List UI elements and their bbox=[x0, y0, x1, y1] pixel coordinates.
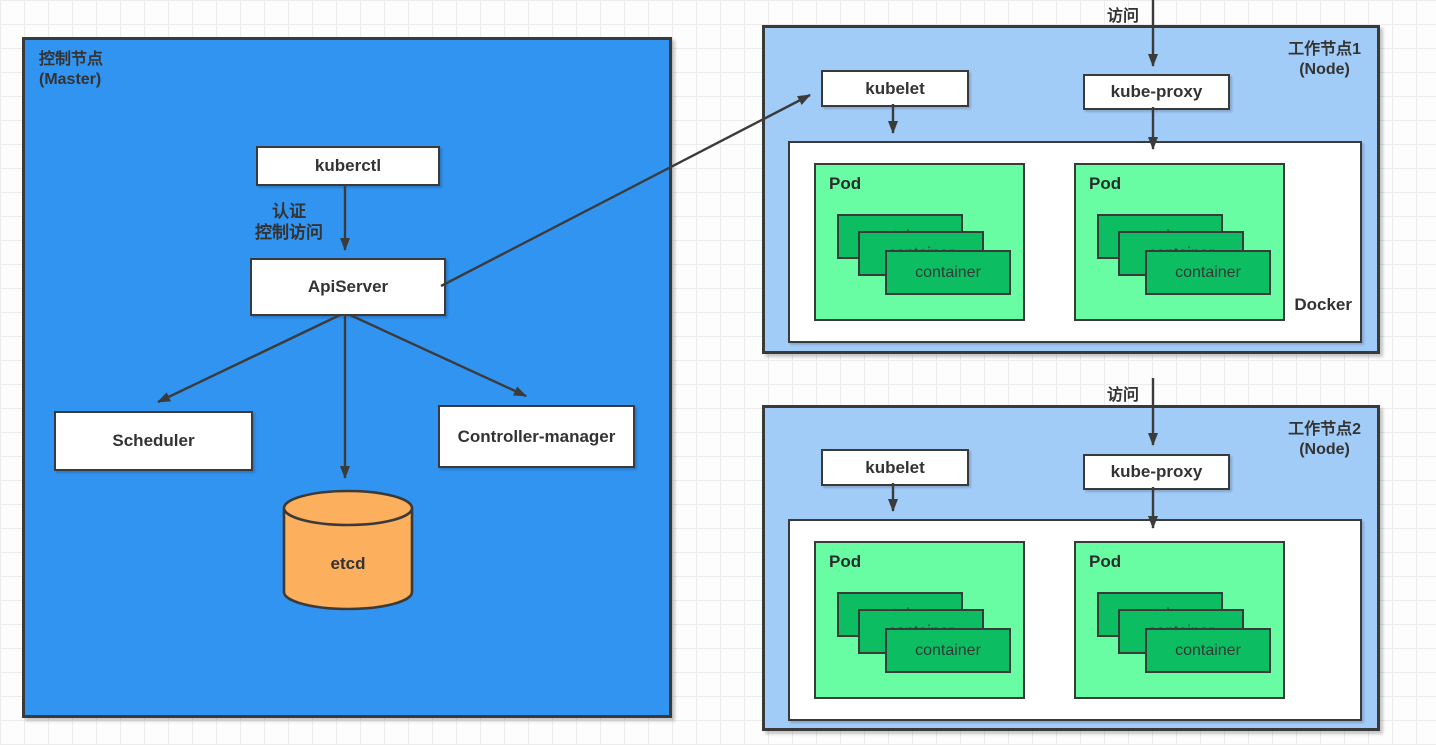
auth-access-label-line2: 控制访问 bbox=[255, 223, 323, 242]
pod-label: Pod bbox=[1089, 174, 1122, 193]
worker-node-2-title-line2: (Node) bbox=[1299, 441, 1350, 458]
master-title-line2: (Master) bbox=[39, 71, 102, 88]
kuberctl-label: kuberctl bbox=[314, 156, 382, 175]
worker-node-2-box: 工作节点2 (Node) kubelet kube-proxy Pod cont… bbox=[762, 405, 1380, 731]
node1-pod-2: Pod container container container bbox=[1074, 163, 1285, 321]
auth-access-label: 认证 控制访问 bbox=[229, 201, 349, 243]
node2-pod-1: Pod container container container bbox=[814, 541, 1025, 699]
node2-docker-box: Pod container container container Pod co… bbox=[788, 519, 1362, 721]
node1-pod-1: Pod container container container bbox=[814, 163, 1025, 321]
node2-kubelet-box: kubelet bbox=[821, 449, 969, 486]
node1-kubelet-box: kubelet bbox=[821, 70, 969, 107]
container-label: container bbox=[915, 263, 981, 281]
container-box: container bbox=[1145, 628, 1271, 673]
kuberctl-box: kuberctl bbox=[256, 146, 440, 186]
controller-manager-label: Controller-manager bbox=[457, 426, 616, 446]
pod-label: Pod bbox=[829, 174, 862, 193]
node2-kubelet-label: kubelet bbox=[865, 457, 925, 477]
worker-node-1-title-line1: 工作节点1 bbox=[1288, 41, 1361, 58]
container-label: container bbox=[1175, 641, 1241, 659]
worker-node-1-box: 工作节点1 (Node) kubelet kube-proxy Pod cont… bbox=[762, 25, 1380, 354]
node1-kube-proxy-label: kube-proxy bbox=[1110, 82, 1203, 101]
container-box: container bbox=[885, 628, 1011, 673]
etcd-cylinder-body bbox=[282, 508, 414, 611]
etcd-cylinder-top bbox=[282, 489, 414, 527]
node2-pod-2: Pod container container container bbox=[1074, 541, 1285, 699]
apiserver-label: ApiServer bbox=[307, 277, 389, 296]
node1-kubelet-label: kubelet bbox=[865, 78, 925, 98]
master-title: 控制节点 (Master) bbox=[39, 50, 103, 90]
etcd-cylinder: etcd bbox=[281, 488, 415, 612]
container-label: container bbox=[915, 641, 981, 659]
worker-node-2-title-line1: 工作节点2 bbox=[1288, 421, 1361, 438]
node2-kube-proxy-box: kube-proxy bbox=[1083, 454, 1230, 490]
node2-kube-proxy-label: kube-proxy bbox=[1110, 462, 1203, 481]
node1-access-label: 访问 bbox=[1106, 8, 1139, 25]
apiserver-box: ApiServer bbox=[250, 258, 446, 316]
scheduler-box: Scheduler bbox=[54, 411, 253, 471]
worker-node-1-title: 工作节点1 (Node) bbox=[1288, 40, 1361, 80]
node2-access-label: 访问 bbox=[1106, 387, 1139, 404]
container-label: container bbox=[1175, 263, 1241, 281]
controller-manager-box: Controller-manager bbox=[438, 405, 635, 468]
master-title-line1: 控制节点 bbox=[39, 51, 104, 68]
node1-docker-box: Pod container container container Pod co… bbox=[788, 141, 1362, 343]
master-node-box: 控制节点 (Master) kuberctl 认证 控制访问 ApiServer… bbox=[22, 37, 672, 718]
container-box: container bbox=[885, 250, 1011, 295]
pod-label: Pod bbox=[1089, 552, 1122, 571]
auth-access-label-line1: 认证 bbox=[272, 202, 306, 221]
scheduler-label: Scheduler bbox=[112, 431, 195, 450]
pod-label: Pod bbox=[829, 552, 862, 571]
docker-label: Docker bbox=[1294, 295, 1352, 314]
node1-kube-proxy-box: kube-proxy bbox=[1083, 74, 1230, 110]
worker-node-2-title: 工作节点2 (Node) bbox=[1288, 420, 1361, 460]
worker-node-1-title-line2: (Node) bbox=[1299, 61, 1350, 78]
etcd-label: etcd bbox=[330, 554, 366, 573]
container-box: container bbox=[1145, 250, 1271, 295]
